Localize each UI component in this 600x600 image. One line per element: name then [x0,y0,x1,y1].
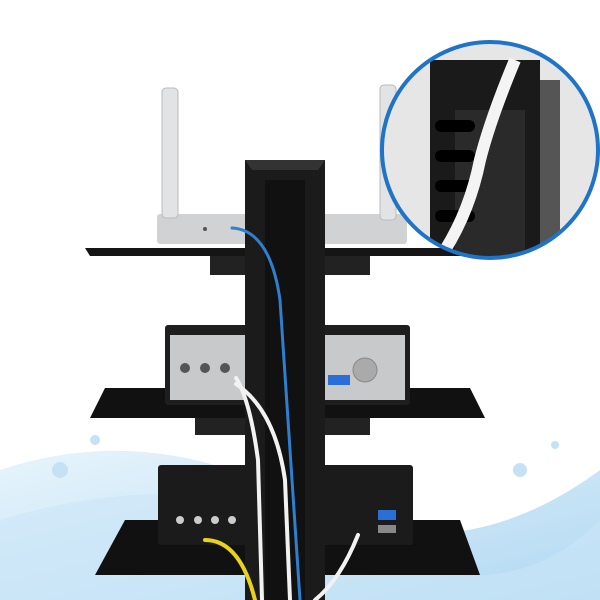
cable-management-detail-inset [380,40,600,260]
cables [203,226,360,600]
